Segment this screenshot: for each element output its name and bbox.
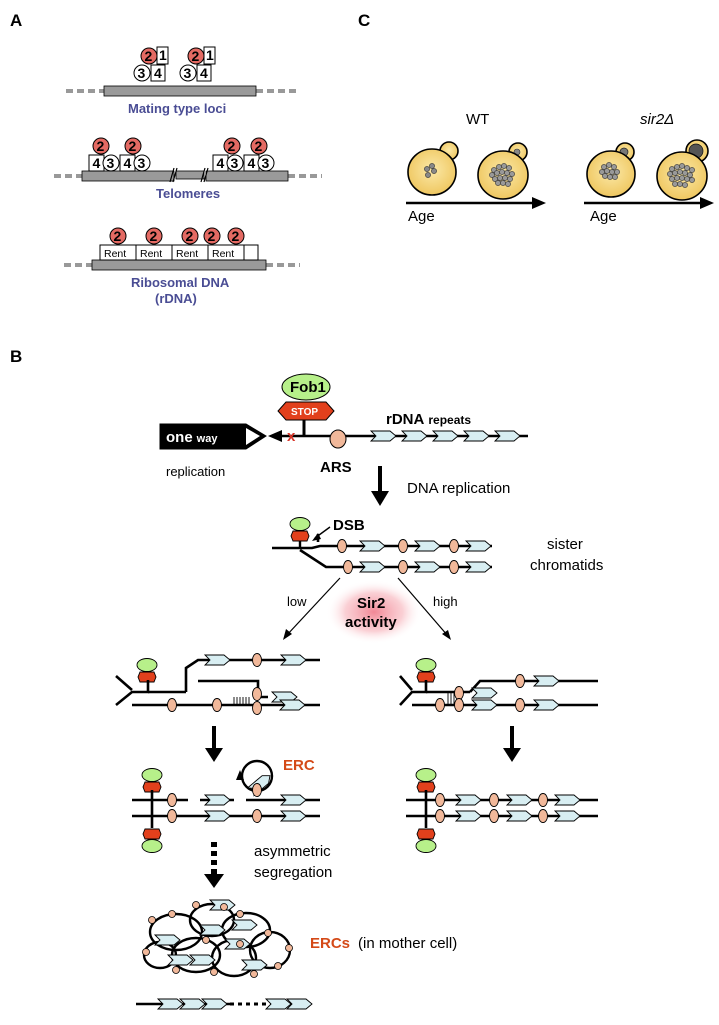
telomeres-label: Telomeres bbox=[156, 186, 220, 201]
rent-complex: Rent bbox=[212, 248, 234, 260]
wt-old-cell bbox=[477, 142, 529, 200]
dna-replication-label: DNA replication bbox=[407, 480, 510, 497]
sir2-protein: 2 bbox=[186, 228, 194, 244]
sir2-protein: 2 bbox=[145, 48, 153, 64]
sir4-protein: 4 bbox=[124, 155, 132, 171]
sir2-activity-line2: activity bbox=[345, 614, 397, 631]
sir2-protein: 2 bbox=[97, 138, 105, 154]
rdna-locus: Rent Rent Rent Rent 2 2 2 2 2 Ribosomal … bbox=[64, 227, 300, 306]
low-sir2-recombination bbox=[115, 653, 320, 715]
mating-type-locus: 3 4 2 1 3 4 2 1 Mating type loci bbox=[66, 46, 298, 116]
low-outcome-erc: ERC bbox=[132, 757, 320, 853]
sir3-protein: 3 bbox=[231, 155, 239, 171]
sir2-activity-glow bbox=[326, 580, 422, 644]
replication-block-x: x bbox=[287, 428, 296, 445]
sir3-protein: 3 bbox=[184, 65, 192, 81]
sir2-protein: 2 bbox=[150, 228, 158, 244]
asymmetric-label: asymmetric bbox=[254, 843, 331, 860]
panel-letter-a: A bbox=[10, 11, 22, 30]
wt-label: WT bbox=[466, 111, 489, 128]
sir2-protein: 2 bbox=[232, 228, 240, 244]
high-label: high bbox=[433, 594, 458, 609]
high-outcome bbox=[406, 768, 598, 853]
rent-complex: Rent bbox=[140, 248, 162, 260]
sir3-protein: 3 bbox=[138, 155, 146, 171]
panel-letter-b: B bbox=[10, 347, 22, 366]
sir2-protein: 2 bbox=[208, 228, 216, 244]
erc-cluster: ERCs(in mother cell) bbox=[142, 899, 457, 978]
sir2-mutant-label: sir2Δ bbox=[640, 111, 674, 128]
sir4-protein: 4 bbox=[200, 65, 208, 81]
wt-young-cell bbox=[407, 141, 459, 196]
sir1-protein: 1 bbox=[159, 47, 167, 63]
fob1-label: Fob1 bbox=[290, 379, 326, 396]
sir2-old-cell bbox=[656, 139, 709, 201]
sir2-protein: 2 bbox=[255, 138, 263, 154]
low-label: low bbox=[287, 594, 307, 609]
sir2-young-cell bbox=[586, 142, 636, 198]
sister-chromatids: DSB bbox=[272, 517, 492, 574]
replication-label: replication bbox=[166, 464, 225, 479]
age-label-wt: Age bbox=[408, 208, 435, 225]
rdna-label-line2: (rDNA) bbox=[155, 291, 197, 306]
sir3-protein: 3 bbox=[138, 65, 146, 81]
rent-complex: Rent bbox=[104, 248, 126, 260]
erc-label: ERC bbox=[283, 757, 315, 774]
ars-label: ARS bbox=[320, 459, 352, 476]
sir4-protein: 4 bbox=[248, 155, 256, 171]
rdna-label-line1: Ribosomal DNA bbox=[131, 275, 230, 290]
age-label-sir2: Age bbox=[590, 208, 617, 225]
ercs-label: ERCs(in mother cell) bbox=[310, 935, 457, 952]
stop-sign-label: STOP bbox=[291, 407, 318, 418]
sir2-protein: 2 bbox=[228, 138, 236, 154]
sir3-protein: 3 bbox=[107, 155, 115, 171]
telomeres: 4 3 4 3 2 2 4 3 4 3 2 2 Telomeres bbox=[54, 137, 322, 201]
panel-c: WT sir2Δ bbox=[406, 111, 714, 225]
shortened-rdna-array bbox=[136, 998, 313, 1010]
sir4-protein: 4 bbox=[154, 65, 162, 81]
dsb-label: DSB bbox=[333, 517, 365, 534]
sir2-activity-line1: Sir2 bbox=[357, 595, 385, 612]
sir3-protein: 3 bbox=[262, 155, 270, 171]
sister-label-line1: sister bbox=[547, 536, 583, 553]
sister-label-line2: chromatids bbox=[530, 557, 603, 574]
segregation-label: segregation bbox=[254, 864, 332, 881]
high-sir2-recombination bbox=[399, 658, 598, 712]
panel-letter-c: C bbox=[358, 11, 370, 30]
sir4-protein: 4 bbox=[217, 155, 225, 171]
sir2-protein: 2 bbox=[114, 228, 122, 244]
panel-a: 3 4 2 1 3 4 2 1 Mating type loci bbox=[54, 46, 322, 306]
sir2-protein: 2 bbox=[192, 48, 200, 64]
sir4-protein: 4 bbox=[93, 155, 101, 171]
sir2-protein: 2 bbox=[129, 138, 137, 154]
ars-element bbox=[329, 429, 347, 449]
sir1-protein: 1 bbox=[206, 47, 214, 63]
rent-complex: Rent bbox=[176, 248, 198, 260]
mating-type-label: Mating type loci bbox=[128, 101, 226, 116]
